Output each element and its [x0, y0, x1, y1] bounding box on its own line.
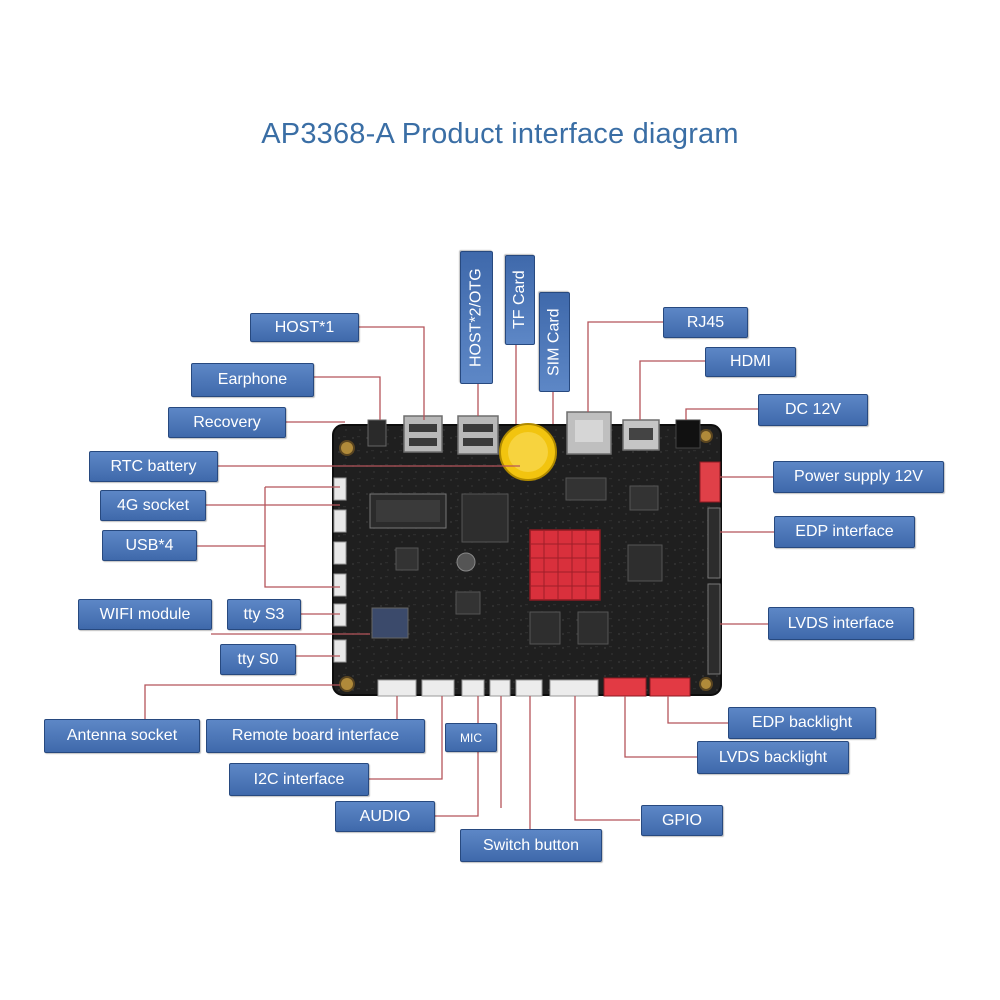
emmc-chip — [627, 544, 663, 582]
label-rtc-battery: RTC battery — [89, 451, 218, 482]
label-hdmi: HDMI — [705, 347, 796, 377]
label-edp-interface: EDP interface — [774, 516, 915, 548]
label-usb4: USB*4 — [102, 530, 197, 561]
edp-backlight-header — [649, 677, 691, 697]
mount-hole — [339, 440, 355, 456]
label-tf-card: TF Card — [505, 255, 535, 345]
label-mic: MIC — [445, 723, 497, 752]
label-host2-otg: HOST*2/OTG — [460, 251, 493, 384]
power-header — [699, 461, 721, 503]
label-4g-socket: 4G socket — [100, 490, 206, 521]
audio-header — [489, 679, 511, 697]
label-recovery: Recovery — [168, 407, 286, 438]
label-power-supply: Power supply 12V — [773, 461, 944, 493]
usb-header — [333, 573, 347, 597]
label-i2c: I2C interface — [229, 763, 369, 796]
dc-jack — [675, 419, 701, 449]
label-wifi-module: WIFI module — [78, 599, 212, 630]
tty-s0-header — [333, 639, 347, 663]
chip — [629, 485, 659, 511]
chip — [565, 477, 607, 501]
earphone-jack — [367, 419, 387, 447]
label-tty-s3: tty S3 — [227, 599, 301, 630]
label-audio: AUDIO — [335, 801, 435, 832]
label-earphone: Earphone — [191, 363, 314, 397]
remote-board-header — [377, 679, 417, 697]
label-remote-board: Remote board interface — [206, 719, 425, 753]
mic-header — [461, 679, 485, 697]
label-antenna-socket: Antenna socket — [44, 719, 200, 753]
capacitor — [456, 552, 476, 572]
edp-connector — [707, 507, 721, 579]
wifi-chip — [371, 607, 409, 639]
ram-chip — [577, 611, 609, 645]
usb-header — [333, 477, 347, 501]
label-dc12v: DC 12V — [758, 394, 868, 426]
usb-host1-port — [403, 415, 443, 453]
i2c-header — [421, 679, 455, 697]
label-edp-backlight: EDP backlight — [728, 707, 876, 739]
mount-hole — [339, 676, 355, 692]
page-title: AP3368-A Product interface diagram — [261, 118, 739, 150]
usb-header — [333, 541, 347, 565]
ram-chip — [529, 611, 561, 645]
label-gpio: GPIO — [641, 805, 723, 836]
heatsink — [529, 529, 601, 601]
cpu-chip — [461, 493, 509, 543]
lvds-backlight-header — [603, 677, 647, 697]
chip — [395, 547, 419, 571]
gpio-header — [549, 679, 599, 697]
tty-s3-header — [333, 603, 347, 627]
label-tty-s0: tty S0 — [220, 644, 296, 675]
lvds-connector — [707, 583, 721, 675]
usb-host2-port — [457, 415, 499, 455]
label-switch-button: Switch button — [460, 829, 602, 862]
switch-header — [515, 679, 543, 697]
label-sim-card: SIM Card — [539, 292, 570, 392]
label-rj45: RJ45 — [663, 307, 748, 338]
label-lvds-interface: LVDS interface — [768, 607, 914, 640]
mount-hole — [699, 429, 713, 443]
label-lvds-backlight: LVDS backlight — [697, 741, 849, 774]
chip — [455, 591, 481, 615]
usb-header — [333, 509, 347, 533]
mount-hole — [699, 677, 713, 691]
label-host1: HOST*1 — [250, 313, 359, 342]
